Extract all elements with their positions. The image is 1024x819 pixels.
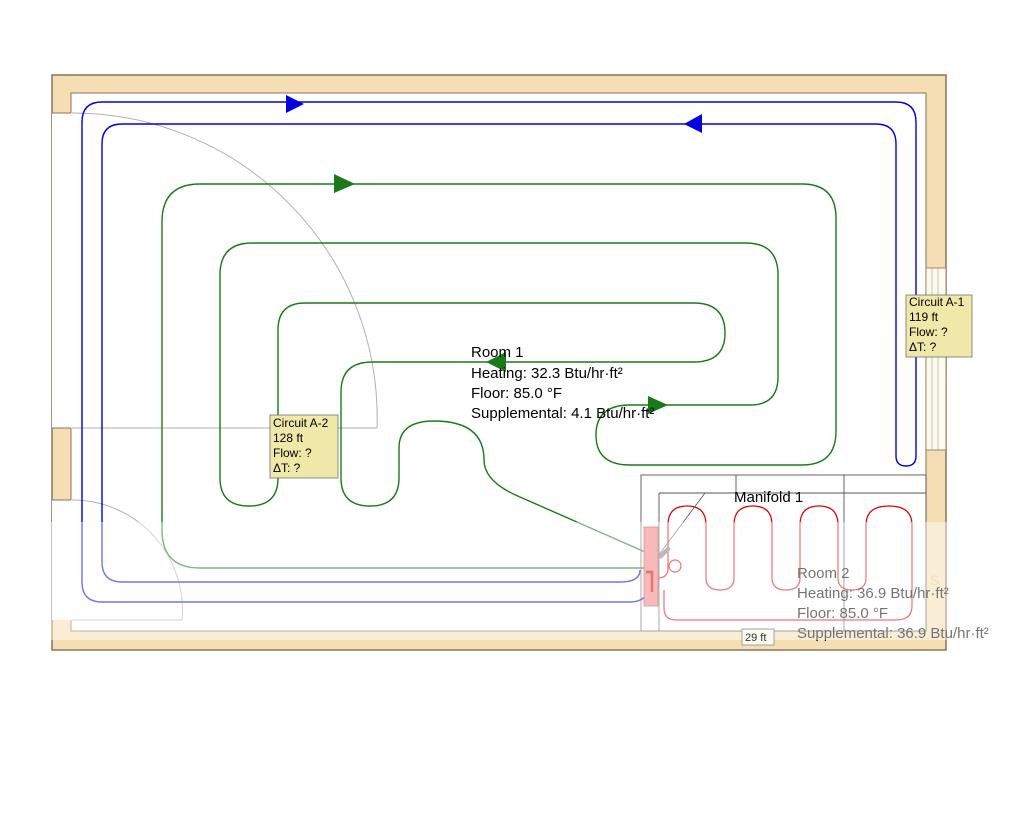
room-2-supplemental: Supplemental: 36.9 Btu/hr·ft² — [797, 625, 989, 642]
room-1-supplemental: Supplemental: 4.1 Btu/hr·ft² — [471, 405, 654, 422]
flow-arrows-a2 — [334, 174, 668, 414]
circuit-a1-flow: Flow: ? — [909, 325, 948, 339]
room-2-loop[interactable] — [650, 505, 913, 621]
room-2-label[interactable]: Room 2 Heating: 36.9 Btu/hr·ft² Floor: 8… — [797, 565, 989, 642]
dimension-text: 29 ft — [745, 632, 766, 644]
wall-mark: S — [930, 572, 939, 588]
fade-overlay — [0, 522, 1024, 640]
room-2-floor: Floor: 85.0 °F — [797, 605, 888, 622]
manifold-1-label: Manifold 1 — [734, 489, 803, 506]
circuit-a2-dt: ΔT: ? — [273, 461, 301, 475]
room-1-floor: Floor: 85.0 °F — [471, 385, 562, 402]
circuit-a2-flow: Flow: ? — [273, 446, 312, 460]
circuit-a1-name: Circuit A-1 — [909, 295, 965, 309]
circuit-a2-name: Circuit A-2 — [273, 416, 329, 430]
circuit-a2-length: 128 ft — [273, 431, 304, 445]
dimension-label: 29 ft — [741, 628, 775, 646]
room-2-heating: Heating: 36.9 Btu/hr·ft² — [797, 585, 949, 602]
manifold-1[interactable] — [643, 492, 730, 607]
room-2-name: Room 2 — [797, 565, 850, 582]
circuit-a1-length: 119 ft — [909, 310, 939, 324]
flow-arrows-a1 — [286, 95, 702, 133]
exterior-walls — [51, 74, 947, 651]
room-1-label[interactable]: Room 1 Heating: 32.3 Btu/hr·ft² Floor: 8… — [471, 344, 654, 422]
circuit-a1-info[interactable]: Circuit A-1 119 ft Flow: ? ΔT: ? — [905, 294, 973, 358]
room-2-partition — [640, 474, 927, 632]
circuit-a1-loop[interactable] — [81, 101, 917, 603]
circuit-a2-loop[interactable] — [161, 183, 837, 569]
room-1-heating: Heating: 32.3 Btu/hr·ft² — [471, 365, 623, 382]
room-1-name: Room 1 — [471, 344, 524, 361]
circuit-a2-info[interactable]: Circuit A-2 128 ft Flow: ? ΔT: ? — [269, 414, 339, 479]
circuit-a1-dt: ΔT: ? — [909, 340, 937, 354]
